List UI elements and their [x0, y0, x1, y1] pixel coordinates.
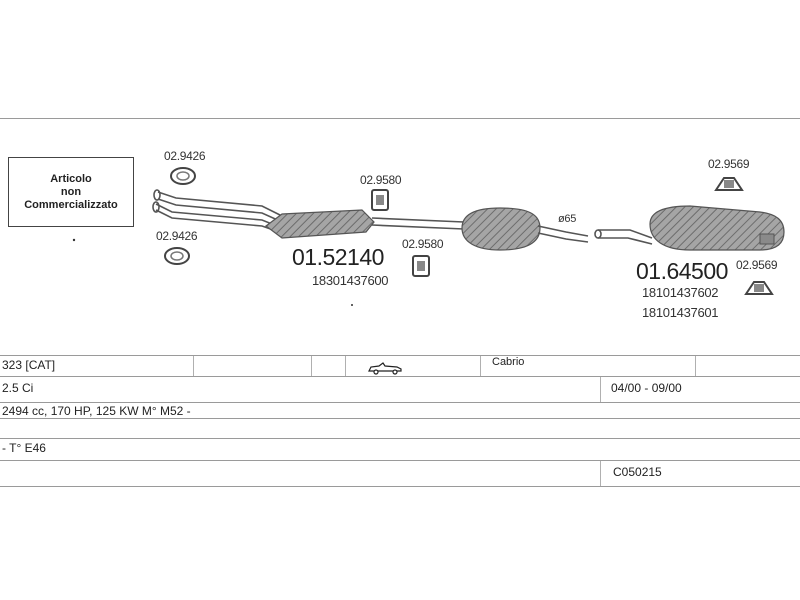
- rear-part-code: 01.64500: [636, 258, 728, 284]
- top-divider: [0, 118, 800, 119]
- stray-dot: [72, 238, 76, 242]
- rear-inlet-pipe: [594, 229, 653, 245]
- clamp-top-icon: [170, 167, 196, 185]
- hanger-mid-bottom-icon: [412, 255, 430, 277]
- clamp-top-code: 02.9426: [164, 149, 206, 163]
- not-sold-note-box: Articolo non Commercializzato: [8, 157, 134, 227]
- table-col-line: [695, 356, 696, 376]
- clamp-bottom-code: 02.9426: [156, 229, 198, 243]
- type-cell: - T° E46: [2, 441, 46, 455]
- note-line-1: Articolo: [50, 172, 92, 185]
- engine-cell: 2.5 Ci: [2, 381, 34, 395]
- front-part-code: 01.52140: [292, 244, 384, 270]
- rear-connecting-pipe: [537, 225, 589, 243]
- table-row-line: [0, 418, 800, 419]
- years-cell: 04/00 - 09/00: [611, 381, 682, 395]
- hanger-mid-bottom-code: 02.9580: [402, 237, 444, 251]
- hanger-mid-top-code: 02.9580: [360, 173, 402, 187]
- rear-oem-number-1: 18101437602: [642, 285, 719, 300]
- pipe-diameter-label: ø65: [558, 213, 577, 225]
- clamp-bottom-icon: [164, 247, 190, 265]
- body-type-cell: Cabrio: [492, 356, 525, 368]
- table-row-line: [0, 486, 800, 487]
- hanger-rear-top-code: 02.9569: [708, 157, 750, 171]
- hanger-rear-top-icon: [714, 177, 744, 191]
- table-col-line: [480, 356, 481, 376]
- hanger-mid-top-icon: [371, 189, 389, 211]
- center-muffler-icon: [461, 207, 541, 251]
- table-row-line: [0, 376, 800, 377]
- specs-cell: 2494 cc, 170 HP, 125 KW M° M52 -: [2, 404, 191, 418]
- table-row-line: [0, 355, 800, 356]
- rear-muffler-icon: [649, 205, 785, 251]
- front-twin-pipes: [152, 189, 283, 234]
- note-line-3: Commercializzato: [24, 198, 118, 211]
- table-col-line: [311, 356, 312, 376]
- hanger-rear-bottom-icon: [744, 281, 774, 295]
- note-line-2: non: [60, 185, 82, 198]
- table-row-line: [0, 460, 800, 461]
- hanger-rear-bottom-code: 02.9569: [736, 258, 778, 272]
- table-col-line: [193, 356, 194, 376]
- exhaust-drawing: [72, 167, 785, 306]
- catalog-code-cell: C050215: [613, 465, 662, 479]
- table-row-line: [0, 438, 800, 439]
- table-col-line: [600, 461, 601, 486]
- stray-dot: [351, 304, 353, 306]
- front-muffler-icon: [265, 209, 375, 239]
- model-cell: 323 [CAT]: [2, 358, 56, 372]
- rear-oem-number-2: 18101437601: [642, 305, 719, 320]
- convertible-car-icon: [368, 362, 402, 375]
- middle-pipe: [371, 217, 465, 230]
- table-row-line: [0, 402, 800, 403]
- front-oem-number: 18301437600: [312, 273, 389, 288]
- table-col-line: [600, 377, 601, 402]
- table-col-line: [345, 356, 346, 376]
